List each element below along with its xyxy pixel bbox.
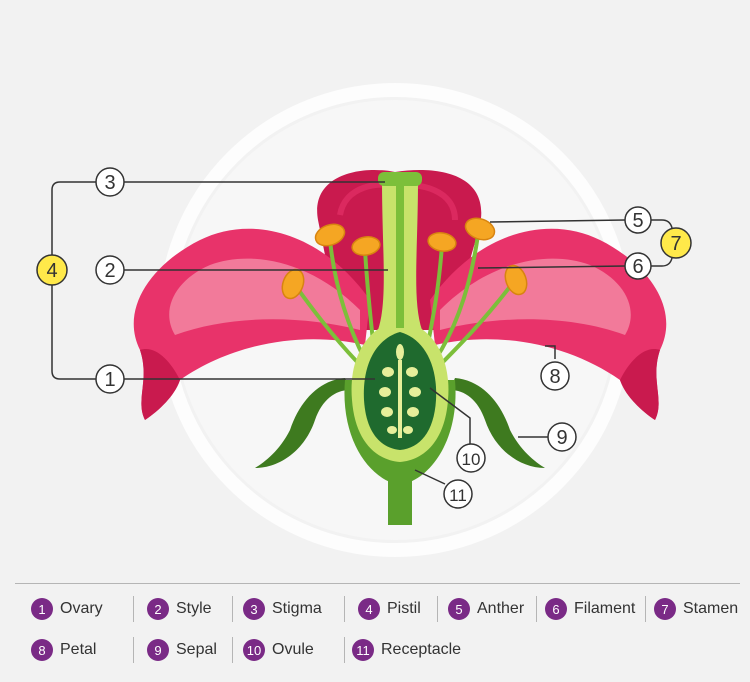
legend-badge: 6 <box>545 598 567 620</box>
svg-text:6: 6 <box>632 256 643 278</box>
legend-label: Style <box>176 600 212 617</box>
legend-item-anther: 5 Anther <box>448 597 524 621</box>
legend-badge: 8 <box>31 639 53 661</box>
legend-separator <box>344 637 345 663</box>
legend-item-petal: 8 Petal <box>31 638 96 662</box>
svg-text:8: 8 <box>549 366 560 388</box>
callout-10: 10 <box>456 443 486 473</box>
legend-item-sepal: 9 Sepal <box>147 638 217 662</box>
legend-item-filament: 6 Filament <box>545 597 635 621</box>
stigma <box>378 172 422 186</box>
legend-divider <box>15 583 740 584</box>
sepal-right <box>450 378 545 468</box>
legend-separator <box>232 596 233 622</box>
legend-item-style: 2 Style <box>147 597 212 621</box>
legend-label: Pistil <box>387 600 421 617</box>
callout-1: 1 <box>95 364 125 394</box>
ovules <box>379 344 421 438</box>
sepal-left <box>255 378 350 468</box>
callout-8: 8 <box>540 361 570 391</box>
legend-badge: 11 <box>352 639 374 661</box>
svg-text:5: 5 <box>632 210 643 232</box>
legend-separator <box>536 596 537 622</box>
legend-label: Anther <box>477 600 525 617</box>
legend-label: Stigma <box>272 600 322 617</box>
legend-label: Filament <box>574 600 636 617</box>
legend-separator <box>133 596 134 622</box>
legend-separator <box>645 596 646 622</box>
svg-text:2: 2 <box>104 260 115 282</box>
legend-badge: 1 <box>31 598 53 620</box>
legend-item-ovary: 1 Ovary <box>31 597 103 621</box>
legend-label: Petal <box>60 641 97 658</box>
callout-11: 11 <box>443 479 473 509</box>
callout-3: 3 <box>95 167 125 197</box>
legend-item-pistil: 4 Pistil <box>358 597 421 621</box>
callout-4: 4 <box>36 254 68 286</box>
legend-badge: 10 <box>243 639 265 661</box>
callout-6: 6 <box>624 252 652 280</box>
legend-badge: 4 <box>358 598 380 620</box>
svg-text:3: 3 <box>104 172 115 194</box>
legend-separator <box>344 596 345 622</box>
legend-label: Ovary <box>60 600 103 617</box>
legend-label: Receptacle <box>381 641 462 658</box>
legend-item-stamen: 7 Stamen <box>654 597 738 621</box>
callout-5: 5 <box>624 206 652 234</box>
legend-separator <box>232 637 233 663</box>
legend-separator <box>437 596 438 622</box>
anthers <box>281 217 528 300</box>
svg-text:9: 9 <box>556 427 567 449</box>
legend-item-ovule: 10 Ovule <box>243 638 314 662</box>
callout-7: 7 <box>660 227 692 259</box>
legend-item-stigma: 3 Stigma <box>243 597 322 621</box>
flower-diagram: 3 2 1 4 5 6 7 8 9 10 11 <box>36 83 692 557</box>
legend-badge: 2 <box>147 598 169 620</box>
legend-badge: 9 <box>147 639 169 661</box>
callout-9: 9 <box>547 422 577 452</box>
legend-item-receptacle: 11 Receptacle <box>352 638 461 662</box>
svg-text:4: 4 <box>46 260 57 282</box>
legend-badge: 3 <box>243 598 265 620</box>
legend-badge: 7 <box>654 598 676 620</box>
svg-text:7: 7 <box>670 233 681 255</box>
callout-2: 2 <box>95 255 125 285</box>
svg-text:10: 10 <box>462 450 481 469</box>
legend-separator <box>133 637 134 663</box>
svg-text:11: 11 <box>449 486 467 505</box>
legend-badge: 5 <box>448 598 470 620</box>
legend-label: Sepal <box>176 641 217 658</box>
legend-label: Ovule <box>272 641 314 658</box>
legend-label: Stamen <box>683 600 739 617</box>
svg-text:1: 1 <box>104 369 115 391</box>
